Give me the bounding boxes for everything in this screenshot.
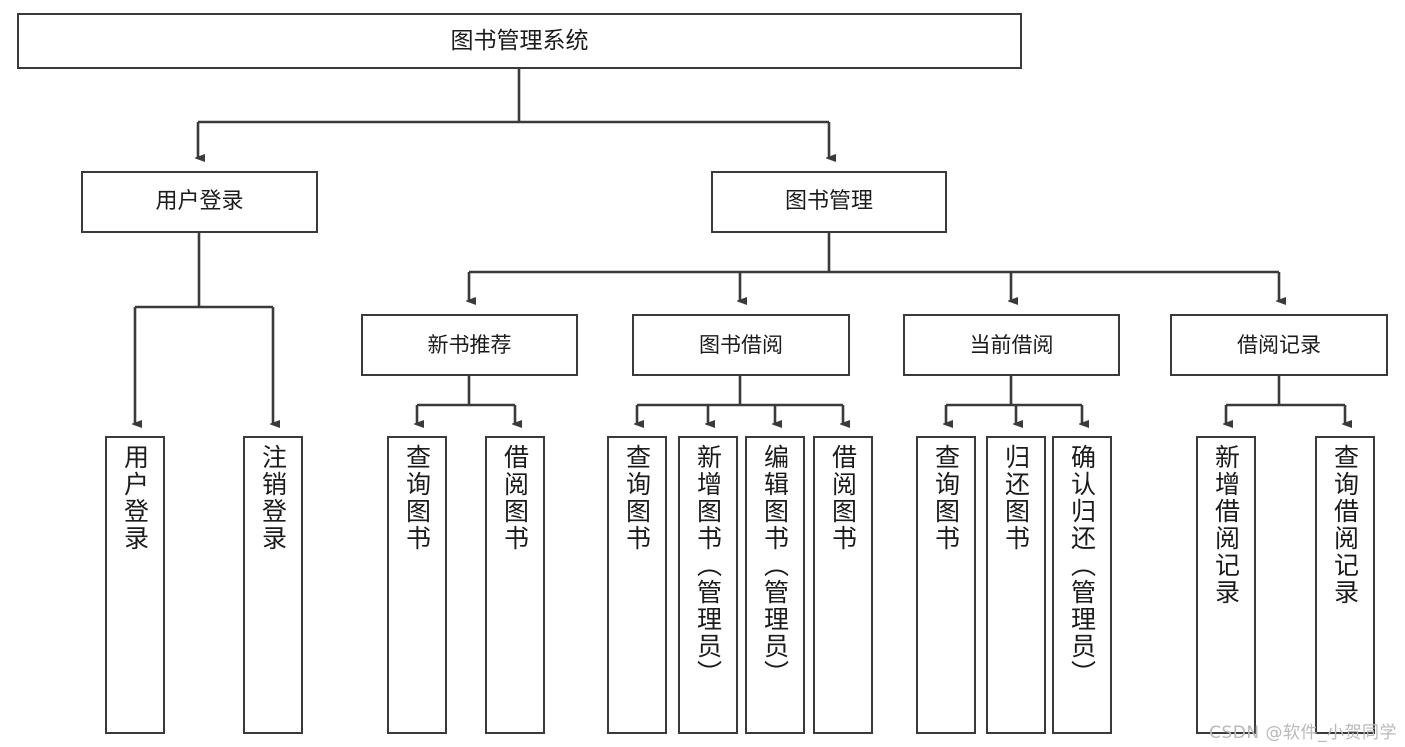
node-label: 用户登录 [155,189,244,215]
leaf-borrow-borrow-book[interactable]: 借阅图书 [813,436,873,734]
node-label: 确认归还（管理员） [1067,444,1097,687]
node-current-borrow[interactable]: 当前借阅 [903,314,1120,376]
leaf-record-add-record[interactable]: 新增借阅记录 [1196,436,1256,734]
node-label: 借阅记录 [1237,332,1321,357]
node-user-login[interactable]: 用户登录 [81,171,318,233]
node-label: 借阅图书 [828,444,858,552]
node-book-borrow[interactable]: 图书借阅 [632,314,850,376]
leaf-user-logout[interactable]: 注销登录 [243,436,303,734]
node-label: 图书借阅 [699,332,783,357]
node-label: 归还图书 [1001,444,1031,552]
node-label: 新书推荐 [427,332,512,357]
node-label: 查询借阅记录 [1330,444,1360,606]
leaf-user-login[interactable]: 用户登录 [105,436,165,734]
node-book-management[interactable]: 图书管理 [711,171,947,233]
node-label: 图书管理 [784,189,873,215]
leaf-current-confirm-return-admin[interactable]: 确认归还（管理员） [1052,436,1112,734]
node-label: 查询图书 [402,444,432,552]
node-label: 图书管理系统 [450,27,589,54]
node-label: 查询图书 [931,444,961,552]
node-label: 借阅图书 [500,444,530,552]
node-label: 当前借阅 [969,332,1054,357]
node-label: 用户登录 [120,444,150,552]
leaf-current-return-book[interactable]: 归还图书 [986,436,1046,734]
node-root-system[interactable]: 图书管理系统 [17,13,1022,69]
leaf-borrow-edit-book-admin[interactable]: 编辑图书（管理员） [745,436,805,734]
leaf-borrow-add-book-admin[interactable]: 新增图书（管理员） [678,436,738,734]
leaf-current-query-book[interactable]: 查询图书 [916,436,976,734]
node-label: 新增借阅记录 [1211,444,1241,606]
node-label: 编辑图书（管理员） [760,444,790,687]
node-borrow-record[interactable]: 借阅记录 [1170,314,1388,376]
leaf-borrow-query-book[interactable]: 查询图书 [607,436,667,734]
node-label: 新增图书（管理员） [693,444,723,687]
watermark: CSDN @软件_小贺同学 [1209,723,1397,743]
node-label: 注销登录 [258,444,288,552]
node-label: 查询图书 [622,444,652,552]
leaf-recommend-query-book[interactable]: 查询图书 [387,436,447,734]
node-new-book-recommend[interactable]: 新书推荐 [361,314,578,376]
leaf-record-query-record[interactable]: 查询借阅记录 [1315,436,1375,734]
leaf-recommend-borrow-book[interactable]: 借阅图书 [485,436,545,734]
